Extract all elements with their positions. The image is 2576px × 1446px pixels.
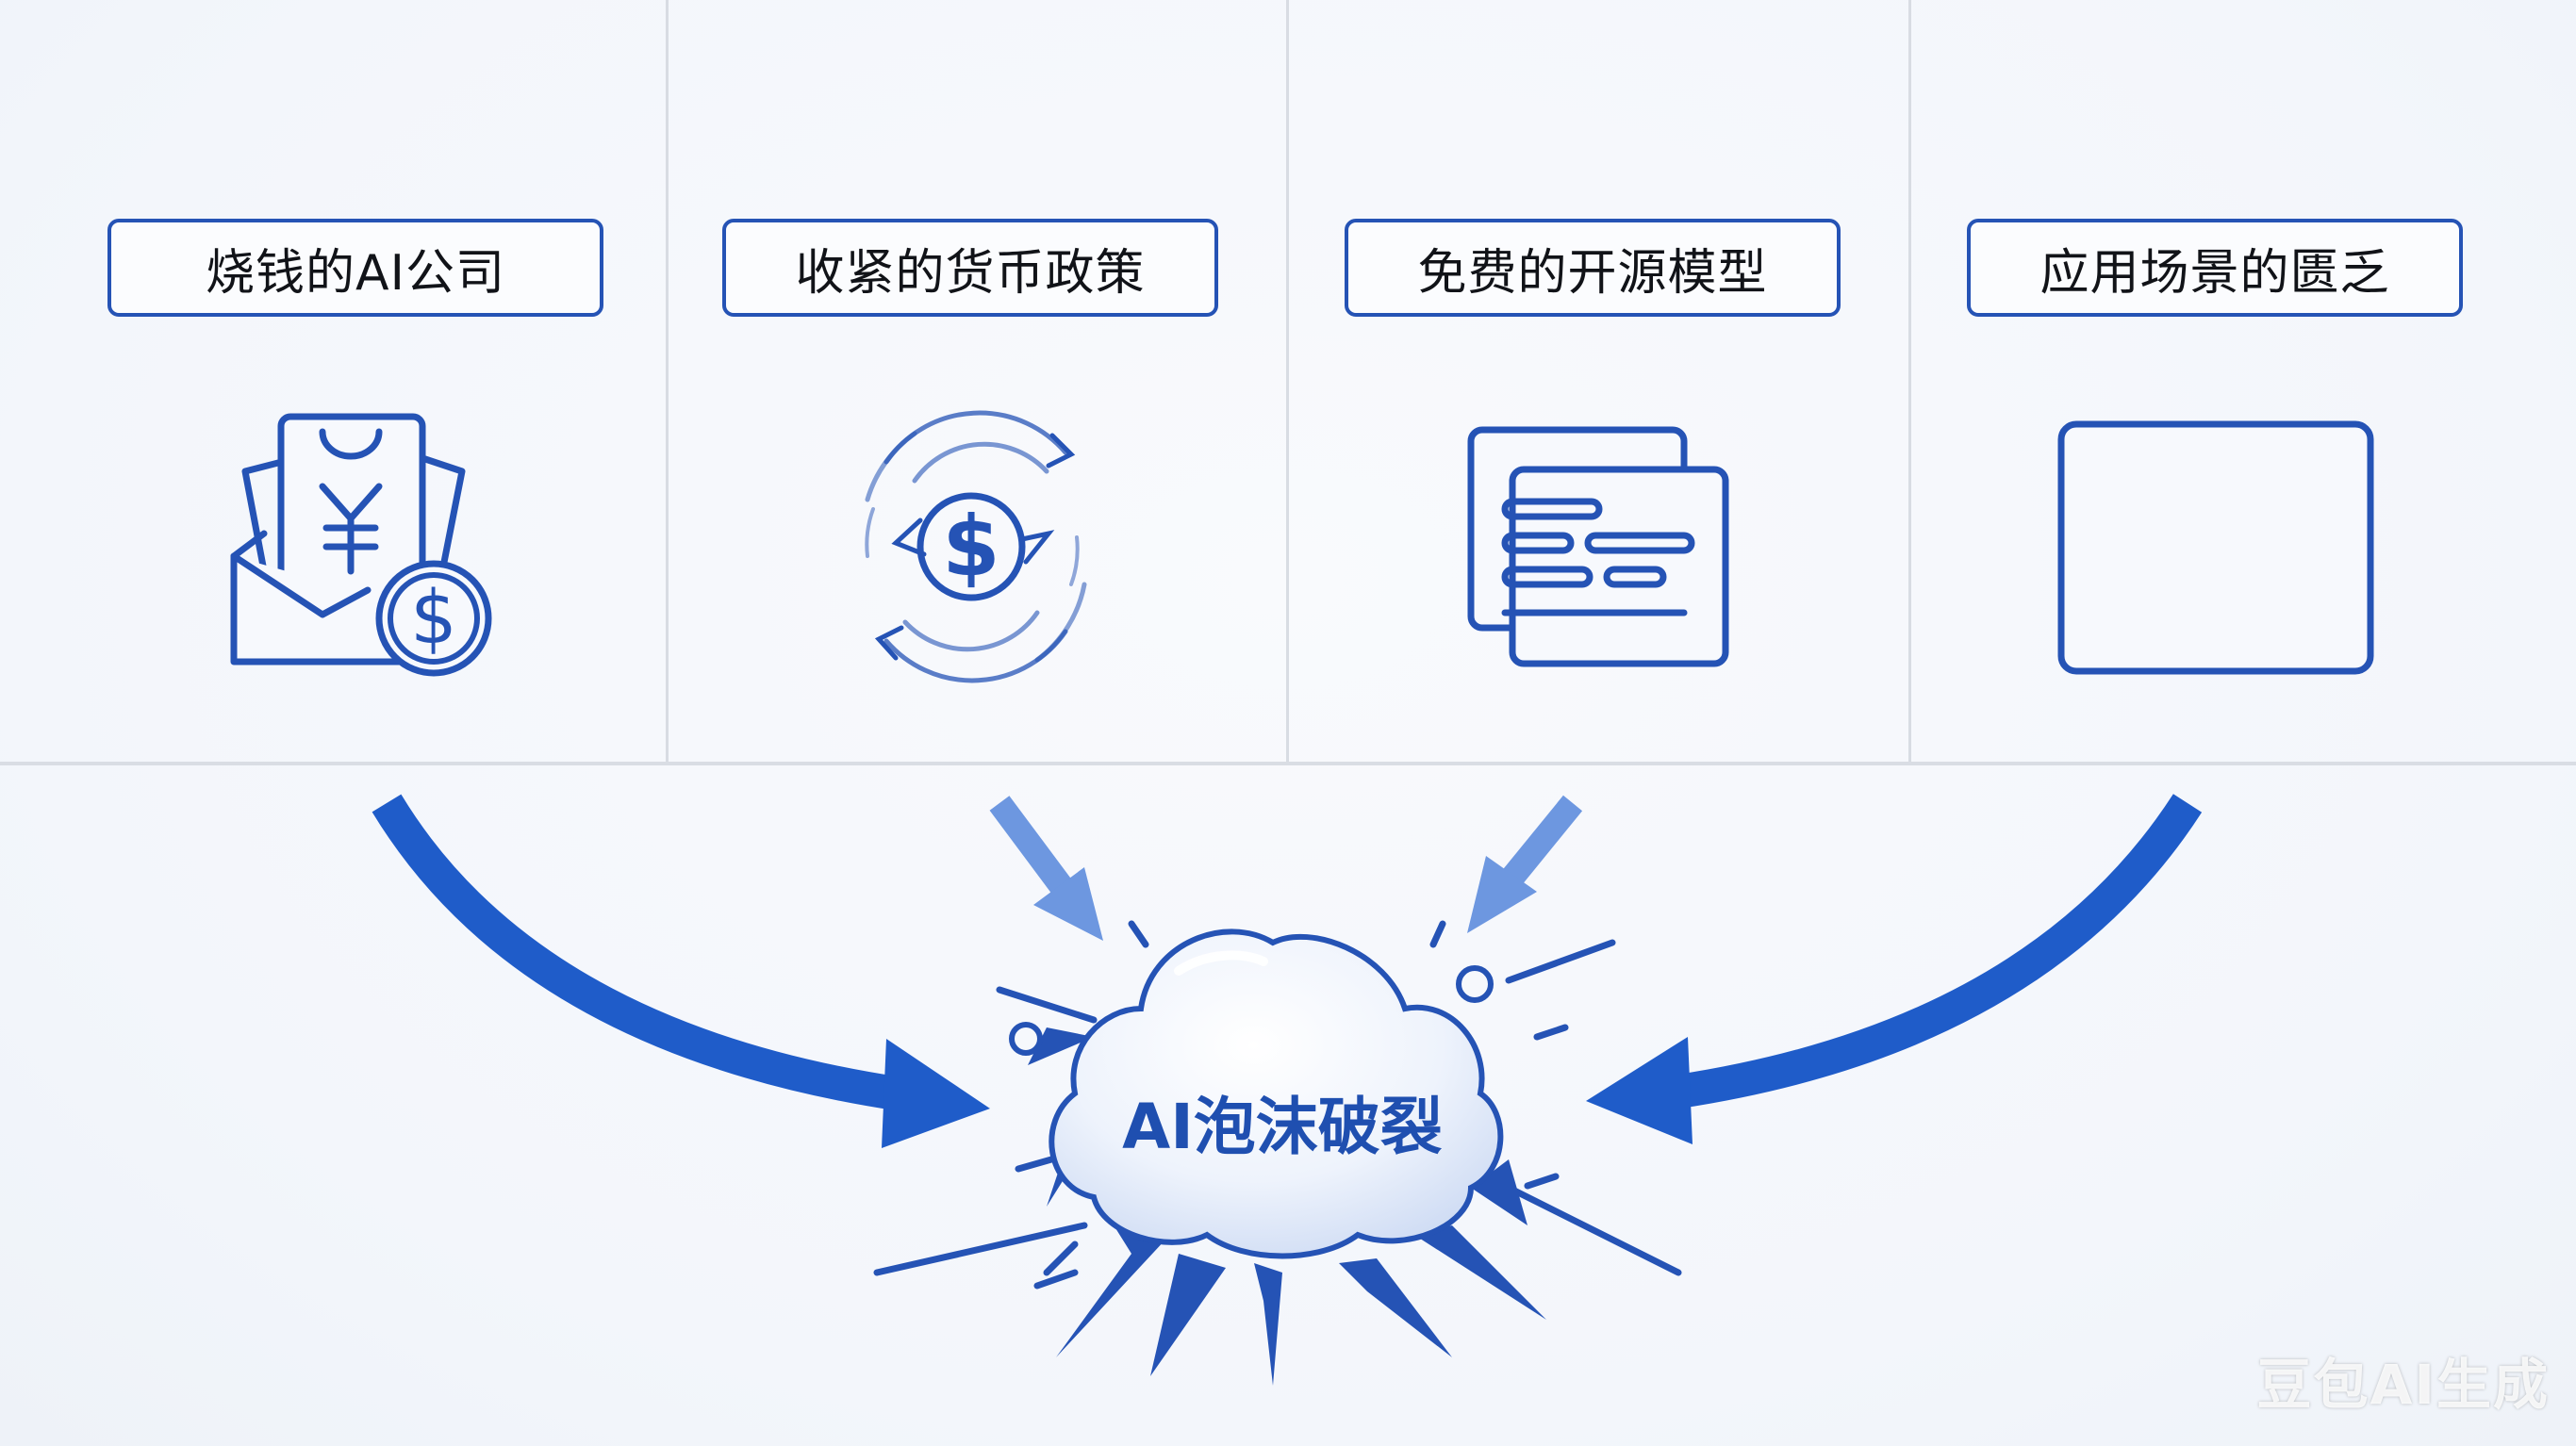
- cause-label-open-source: 免费的开源模型: [1345, 219, 1841, 317]
- bubble-shape: [1049, 928, 1504, 1259]
- curved-arrow-right: [1676, 794, 2203, 1109]
- bubble-dot: [1009, 1022, 1043, 1056]
- cause-label-text: 收紧的货币政策: [795, 244, 1146, 302]
- svg-text:$: $: [942, 498, 999, 595]
- svg-text:$: $: [410, 576, 457, 661]
- cause-label-monetary-policy: 收紧的货币政策: [722, 219, 1218, 317]
- cause-label-text: 应用场景的匮乏: [2039, 244, 2390, 302]
- document-stack-icon: [1467, 426, 1729, 667]
- empty-frame-icon: [2057, 420, 2374, 675]
- section-divider: [0, 762, 2576, 765]
- cause-label-burning-cash: 烧钱的AI公司: [107, 219, 603, 317]
- short-arrow-mid-right: [1496, 795, 1583, 893]
- arrow-head-mid-right: [1467, 856, 1537, 933]
- cause-label-lack-of-scenarios: 应用场景的匮乏: [1967, 219, 2463, 317]
- bubble-dot: [1456, 965, 1494, 1003]
- center-label-text: AI泡沫破裂: [1122, 1091, 1443, 1163]
- short-arrow-mid-left: [989, 796, 1076, 899]
- money-envelope-icon: $: [230, 413, 492, 677]
- cause-label-text: 烧钱的AI公司: [206, 244, 505, 302]
- arrow-head-mid-left: [1033, 867, 1103, 941]
- curved-arrow-left: [372, 794, 899, 1110]
- cause-label-text: 免费的开源模型: [1417, 244, 1768, 302]
- arrow-head-right: [1586, 1037, 1693, 1144]
- center-label: AI泡沫破裂: [1094, 1079, 1471, 1164]
- panel-divider: [1286, 0, 1289, 764]
- panel-divider: [666, 0, 669, 764]
- watermark: 豆包AI生成: [2256, 1353, 2550, 1417]
- arrow-head-left: [882, 1039, 990, 1148]
- panel-divider: [1908, 0, 1911, 764]
- currency-cycle-icon: $: [865, 410, 1087, 683]
